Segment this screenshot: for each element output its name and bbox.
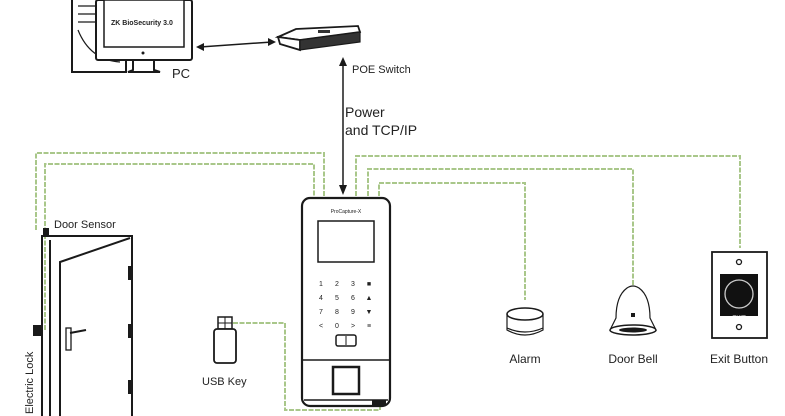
usb-key: USB Key bbox=[202, 316, 247, 388]
exit-button-face-text: EXIT bbox=[732, 316, 746, 322]
wire-alarm bbox=[378, 182, 526, 300]
keypad-key: 3 bbox=[351, 281, 355, 288]
fingerprint-sensor-icon bbox=[331, 365, 361, 396]
network-links bbox=[196, 38, 347, 195]
wire-door-bell bbox=[367, 168, 634, 286]
arrow-up-icon bbox=[339, 57, 347, 66]
usb-drive-icon bbox=[213, 316, 237, 364]
keypad-key: 8 bbox=[335, 309, 339, 316]
terminal-keypad: 1 2 3 ■ 4 5 6 ▲ 7 8 9 ▼ <0 > ≡ bbox=[319, 281, 373, 330]
arrow-right-icon bbox=[268, 38, 276, 46]
terminal-screen bbox=[317, 220, 375, 263]
keypad-key: 0 bbox=[335, 323, 339, 330]
door-sensor-label: Door Sensor bbox=[54, 219, 116, 231]
pc: ZK BioSecurity 3.0 PC bbox=[71, 0, 193, 81]
keypad-key: 5 bbox=[335, 295, 339, 302]
connection-label-line1: Power bbox=[345, 104, 385, 120]
pc-label: PC bbox=[172, 66, 190, 81]
door-bell-label: Door Bell bbox=[608, 352, 657, 366]
arrow-left-icon bbox=[196, 43, 204, 51]
door-bell: Door Bell bbox=[608, 285, 658, 366]
alarm-siren-icon bbox=[506, 307, 544, 336]
keypad-key: 6 bbox=[351, 295, 355, 302]
electric-lock-label: Electric Lock bbox=[24, 351, 36, 414]
pc-screen-text: ZK BioSecurity 3.0 bbox=[111, 20, 173, 27]
keypad-key: 7 bbox=[319, 309, 323, 316]
keypad-key: ▲ bbox=[366, 295, 373, 302]
electric-lock-icon bbox=[33, 325, 43, 336]
door-sensor-icon bbox=[43, 228, 49, 237]
keypad-key: ■ bbox=[367, 281, 371, 288]
keypad-key: ≡ bbox=[367, 323, 371, 330]
pc-monitor-icon bbox=[95, 0, 193, 73]
door: Door Sensor Electric Lock bbox=[24, 219, 133, 416]
bell-icon bbox=[609, 285, 657, 336]
keypad-key: 1 bbox=[319, 281, 323, 288]
keypad-key: < bbox=[319, 323, 323, 330]
door-icon bbox=[41, 235, 133, 416]
poe-switch-label: POE Switch bbox=[352, 64, 411, 76]
keypad-key: 9 bbox=[351, 309, 355, 316]
terminal-brand-text: ProCapture-X bbox=[331, 209, 362, 215]
connection-label-line2: and TCP/IP bbox=[345, 122, 417, 138]
exit-button-icon bbox=[711, 251, 768, 339]
keypad-key: 4 bbox=[319, 295, 323, 302]
access-control-terminal: ProCapture-X 1 2 3 ■ 4 5 6 ▲ 7 8 9 ▼ <0 > ≡ bbox=[300, 196, 392, 408]
keypad-key: > bbox=[351, 323, 355, 330]
arrow-down-icon bbox=[339, 185, 347, 195]
alarm-label: Alarm bbox=[509, 352, 540, 366]
keypad-key: 2 bbox=[335, 281, 339, 288]
keypad-key: ▼ bbox=[366, 309, 373, 316]
network-switch-icon bbox=[274, 25, 362, 52]
usb-key-label: USB Key bbox=[202, 376, 247, 388]
wire-electric-lock bbox=[44, 163, 315, 330]
wire-door-sensor bbox=[35, 152, 325, 230]
exit-button-label: Exit Button bbox=[710, 352, 768, 366]
poe-switch: POE Switch bbox=[274, 25, 411, 76]
alarm: Alarm bbox=[506, 307, 544, 366]
pc-switch-link bbox=[199, 41, 273, 48]
exit-button: EXIT Exit Button bbox=[710, 251, 768, 366]
wire-exit-button bbox=[355, 155, 741, 248]
